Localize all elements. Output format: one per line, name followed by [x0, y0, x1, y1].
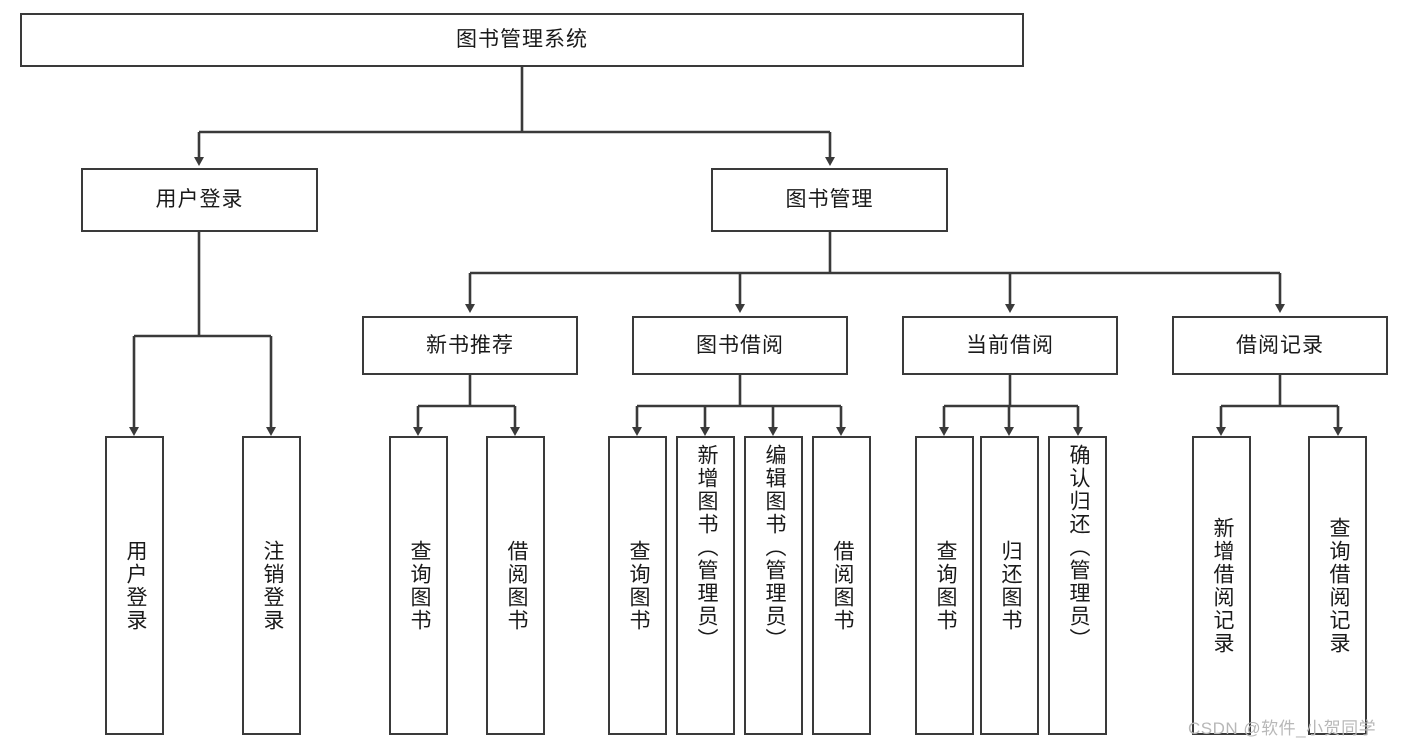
node-new-book-recommend[interactable]: 新书推荐	[362, 316, 578, 375]
node-label: 查询图书	[626, 539, 650, 632]
node-borrow-records[interactable]: 借阅记录	[1172, 316, 1388, 375]
node-label: 新增借阅记录	[1210, 516, 1234, 655]
watermark-csdn: CSDN @软件_小贺同学	[1188, 719, 1377, 738]
node-label: 编辑图书（管理员）	[762, 444, 786, 651]
node-label: 查询图书	[933, 539, 957, 632]
node-label: 新增图书（管理员）	[694, 444, 718, 651]
node-label: 新书推荐	[426, 333, 514, 357]
node-label: 借阅图书	[504, 539, 528, 632]
node-label: 借阅记录	[1236, 333, 1324, 357]
node-label: 确认归还（管理员）	[1066, 444, 1090, 651]
leaf-query-books-current[interactable]: 查询图书	[915, 436, 974, 735]
node-label: 查询图书	[407, 539, 431, 632]
node-label: 归还图书	[998, 539, 1022, 632]
node-label: 注销登录	[260, 539, 284, 632]
leaf-query-books-borrow[interactable]: 查询图书	[608, 436, 667, 735]
node-book-management[interactable]: 图书管理	[711, 168, 948, 232]
node-label: 图书借阅	[696, 333, 784, 357]
leaf-confirm-return-admin[interactable]: 确认归还（管理员）	[1048, 436, 1107, 735]
node-label: 查询借阅记录	[1326, 516, 1350, 655]
node-label: 图书管理系统	[456, 28, 588, 52]
node-label: 借阅图书	[830, 539, 854, 632]
node-label: 用户登录	[155, 188, 244, 212]
node-user-login[interactable]: 用户登录	[81, 168, 318, 232]
node-book-borrow[interactable]: 图书借阅	[632, 316, 848, 375]
leaf-query-books-recommend[interactable]: 查询图书	[389, 436, 448, 735]
leaf-logout[interactable]: 注销登录	[242, 436, 301, 735]
node-current-borrow[interactable]: 当前借阅	[902, 316, 1118, 375]
leaf-edit-book-admin[interactable]: 编辑图书（管理员）	[744, 436, 803, 735]
node-label: 当前借阅	[966, 333, 1054, 357]
node-label: 图书管理	[785, 188, 874, 212]
leaf-add-borrow-record[interactable]: 新增借阅记录	[1192, 436, 1251, 735]
node-root-book-management-system[interactable]: 图书管理系统	[20, 13, 1024, 67]
leaf-borrow-books-recommend[interactable]: 借阅图书	[486, 436, 545, 735]
leaf-add-book-admin[interactable]: 新增图书（管理员）	[676, 436, 735, 735]
leaf-query-borrow-record[interactable]: 查询借阅记录	[1308, 436, 1367, 735]
leaf-borrow-books[interactable]: 借阅图书	[812, 436, 871, 735]
leaf-user-login[interactable]: 用户登录	[105, 436, 164, 735]
leaf-return-books[interactable]: 归还图书	[980, 436, 1039, 735]
node-label: 用户登录	[123, 539, 147, 632]
